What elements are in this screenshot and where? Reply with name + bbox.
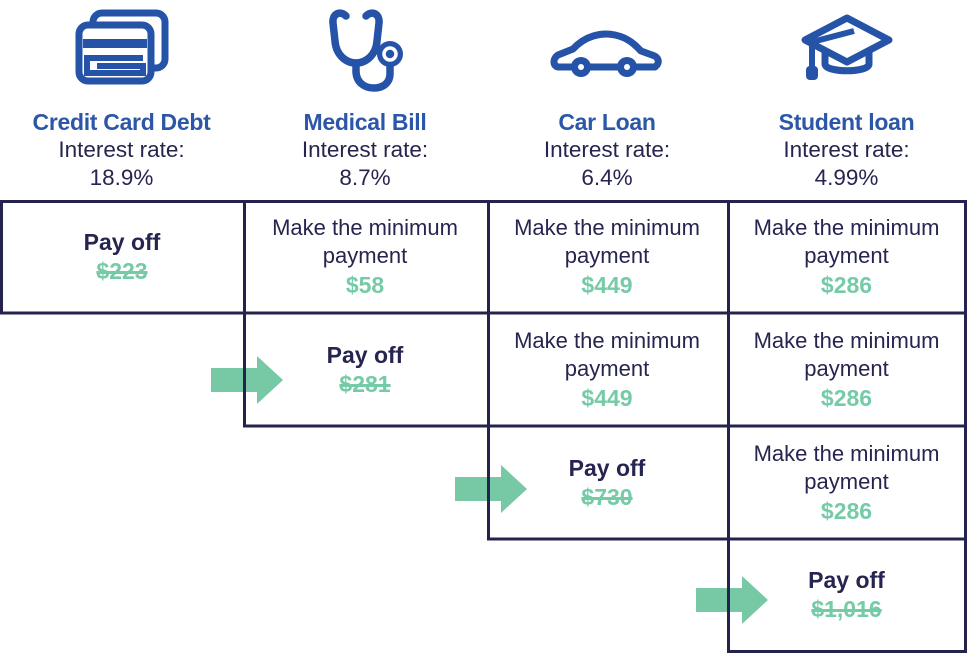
debt-column-header-credit-card: Credit Card Debt Interest rate: 18.9% bbox=[0, 0, 243, 200]
debt-column-header-car: Car Loan Interest rate: 6.4% bbox=[487, 0, 727, 200]
cell-action-label: Make the minimum payment bbox=[514, 327, 700, 381]
minimum-payment-cell-medical: Make the minimum payment $58 bbox=[246, 202, 484, 311]
interest-rate-label: Interest rate: bbox=[543, 137, 671, 162]
minimum-payment-cell-student: Make the minimum payment $286 bbox=[730, 428, 963, 536]
cell-amount: $286 bbox=[820, 497, 873, 524]
cell-action-label: Make the minimum payment bbox=[753, 215, 940, 268]
cell-action-label: Pay off bbox=[568, 454, 646, 481]
interest-rate-label: Interest rate: bbox=[58, 137, 185, 162]
cell-action-label: Make the minimum payment bbox=[514, 215, 700, 268]
credit-card-icon bbox=[72, 0, 172, 104]
cell-amount: $730 bbox=[581, 483, 633, 510]
cell-amount: $223 bbox=[96, 258, 148, 284]
cell-action-label: Pay off bbox=[808, 566, 885, 593]
minimum-payment-cell-student: Make the minimum payment $286 bbox=[730, 315, 963, 423]
debt-column-header-medical: Medical Bill Interest rate: 8.7% bbox=[243, 0, 487, 200]
payoff-arrow-icon bbox=[455, 465, 527, 513]
minimum-payment-cell-car: Make the minimum payment $449 bbox=[490, 315, 724, 423]
cell-amount: $449 bbox=[581, 384, 633, 411]
interest-rate-label: Interest rate: bbox=[301, 137, 429, 162]
graduation-cap-icon bbox=[798, 0, 896, 104]
cell-amount: $1,016 bbox=[811, 595, 882, 622]
cell-amount: $58 bbox=[345, 272, 385, 298]
column-title: Car Loan bbox=[558, 109, 656, 135]
cell-action-label: Make the minimum payment bbox=[753, 440, 940, 494]
payoff-cell-student: Pay off $1,016 bbox=[730, 541, 963, 647]
cell-action-label: Pay off bbox=[326, 341, 404, 368]
payoff-arrow-icon bbox=[696, 576, 768, 624]
cell-amount: $286 bbox=[820, 272, 873, 298]
car-icon bbox=[549, 0, 665, 104]
payoff-cell-credit-card: Pay off $223 bbox=[3, 202, 241, 311]
payoff-cell-car: Pay off $730 bbox=[490, 428, 724, 536]
column-title: Student loan bbox=[778, 109, 915, 135]
cell-amount: $281 bbox=[339, 370, 391, 397]
cell-amount: $286 bbox=[820, 384, 873, 411]
column-title: Medical Bill bbox=[303, 109, 427, 135]
cell-action-label: Make the minimum payment bbox=[753, 327, 940, 381]
cell-action-label: Make the minimum payment bbox=[272, 215, 458, 268]
column-title: Credit Card Debt bbox=[32, 109, 211, 135]
minimum-payment-cell-car: Make the minimum payment $449 bbox=[490, 202, 724, 311]
cell-amount: $449 bbox=[581, 272, 633, 298]
interest-rate-value: 4.99% bbox=[814, 165, 879, 190]
interest-rate-value: 6.4% bbox=[581, 165, 633, 190]
payoff-cell-medical: Pay off $281 bbox=[246, 315, 484, 423]
minimum-payment-cell-student: Make the minimum payment $286 bbox=[730, 202, 963, 311]
debt-column-header-student: Student loan Interest rate: 4.99% bbox=[727, 0, 966, 200]
payoff-arrow-icon bbox=[211, 356, 283, 404]
cell-action-label: Pay off bbox=[83, 229, 161, 255]
interest-rate-value: 18.9% bbox=[89, 165, 154, 190]
interest-rate-value: 8.7% bbox=[339, 165, 391, 190]
stethoscope-icon bbox=[319, 0, 411, 104]
interest-rate-label: Interest rate: bbox=[783, 137, 910, 162]
